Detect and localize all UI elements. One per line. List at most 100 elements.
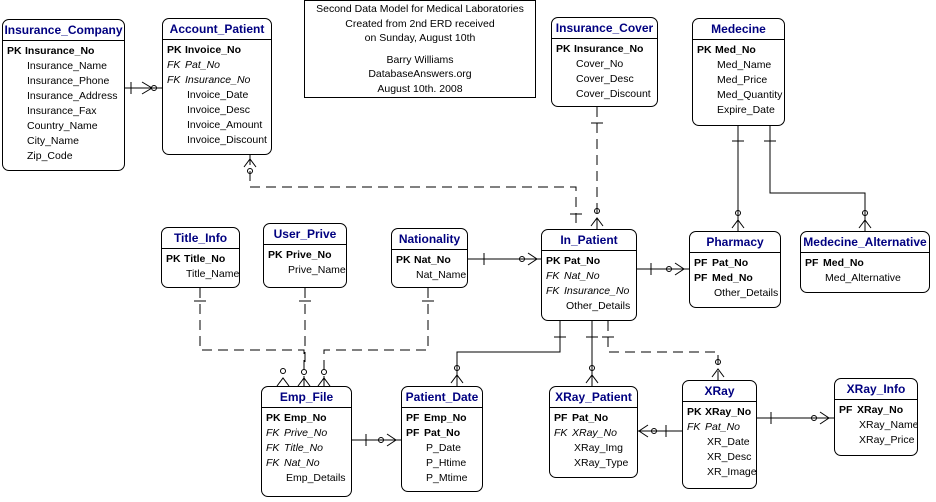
entity-name: Insurance_Company [3,20,124,41]
attribute-row: XRay_Price [839,433,914,448]
attribute-name: Med_No [712,272,753,284]
attribute-row: Med_Name [697,58,780,73]
attribute-name: Insurance_Name [27,60,107,72]
attribute-name: Nat_No [564,270,600,282]
key-type: FK [546,285,560,297]
attribute-row: Invoice_Discount [167,133,267,148]
attribute-name: XRay_Name [859,419,919,431]
attribute-row: P_Date [406,441,478,456]
attribute-name: Med_Quantity [717,89,783,101]
key-type: FK [167,74,181,86]
attribute-name: Title_No [284,442,324,454]
attribute-row: Insurance_Name [7,59,120,74]
model-note: Second Data Model for Medical Laboratori… [304,0,536,98]
attribute-name: Invoice_No [185,44,242,56]
key-type: PF [554,412,568,424]
attribute-name: Nat_No [414,254,451,266]
attribute-row: FK Nat_No [546,269,632,284]
key-type: FK [266,457,280,469]
attribute-name: XRay_Type [574,457,629,469]
attribute-name: XRay_Img [574,442,624,454]
attribute-name: Invoice_Amount [187,119,263,131]
attribute-row: XRay_Name [839,418,919,433]
attribute-name: Emp_Details [286,472,346,484]
entity-name: Medecine [693,19,784,40]
attribute-row: Cover_Discount [556,87,653,102]
attribute-name: Invoice_Desc [187,104,251,116]
attribute-name: Zip_Code [27,150,73,162]
attribute-name: Invoice_Discount [187,134,267,146]
attribute-row: Med_Alternative [805,271,925,286]
entity-name: Title_Info [162,228,239,249]
attribute-row: FK Title_No [266,441,347,456]
attribute-row: Other_Details [694,286,778,301]
entity-name: Patient_Date [402,387,482,408]
key-type: FK [266,442,280,454]
attribute-row: Zip_Code [7,149,120,164]
key-type: FK [546,270,560,282]
entity-name: XRay_Patient [550,387,637,408]
note-line: on Sunday, August 10th [364,32,476,44]
key-type: PK [396,254,411,266]
attribute-name: Pat_No [712,257,749,269]
attribute-row: PF Pat_No [694,256,776,271]
key-type: PK [556,43,571,55]
attribute-name: Med_Name [717,59,772,71]
attribute-row: Title_Name [166,267,239,282]
rel-account-patient-in-patient [249,155,577,229]
attribute-name: Pat_No [572,412,609,424]
entity-name: Emp_File [262,387,351,408]
key-type: PK [266,412,281,424]
key-type: PF [694,257,708,269]
note-line: Created from 2nd ERD received [345,17,495,30]
attribute-name: Emp_No [424,412,467,424]
rel-title-info-emp-file [199,288,305,386]
attribute-name: XR_Desc [707,451,752,463]
attribute-row: Nat_Name [396,268,466,283]
attribute-row: XR_Date [687,435,752,450]
attribute-row: PF Emp_No [406,411,478,426]
attribute-row: Cover_No [556,57,653,72]
note-date: August 10th. 2008 [377,82,463,95]
key-type: PK [546,255,561,267]
key-type: PF [406,412,420,424]
attribute-name: Insurance_Fax [27,105,97,117]
attribute-name: Insurance_No [564,285,630,297]
attribute-row: Prive_Name [268,263,346,278]
attribute-name: P_Date [426,442,462,454]
attribute-row: Insurance_Fax [7,104,120,119]
attribute-row: Med_Quantity [697,88,783,103]
attribute-name: XR_Date [707,436,750,448]
attribute-row: Insurance_Phone [7,74,120,89]
attribute-row: XR_Image [687,465,757,480]
attribute-name: Cover_Desc [576,73,634,85]
note-line: Second Data Model for Medical Laboratori… [316,3,524,15]
attribute-name: Prive_Name [288,264,346,276]
key-type: PK [697,44,712,56]
attribute-name: XRay_No [572,427,617,439]
attribute-name: Insurance_Address [27,90,118,102]
